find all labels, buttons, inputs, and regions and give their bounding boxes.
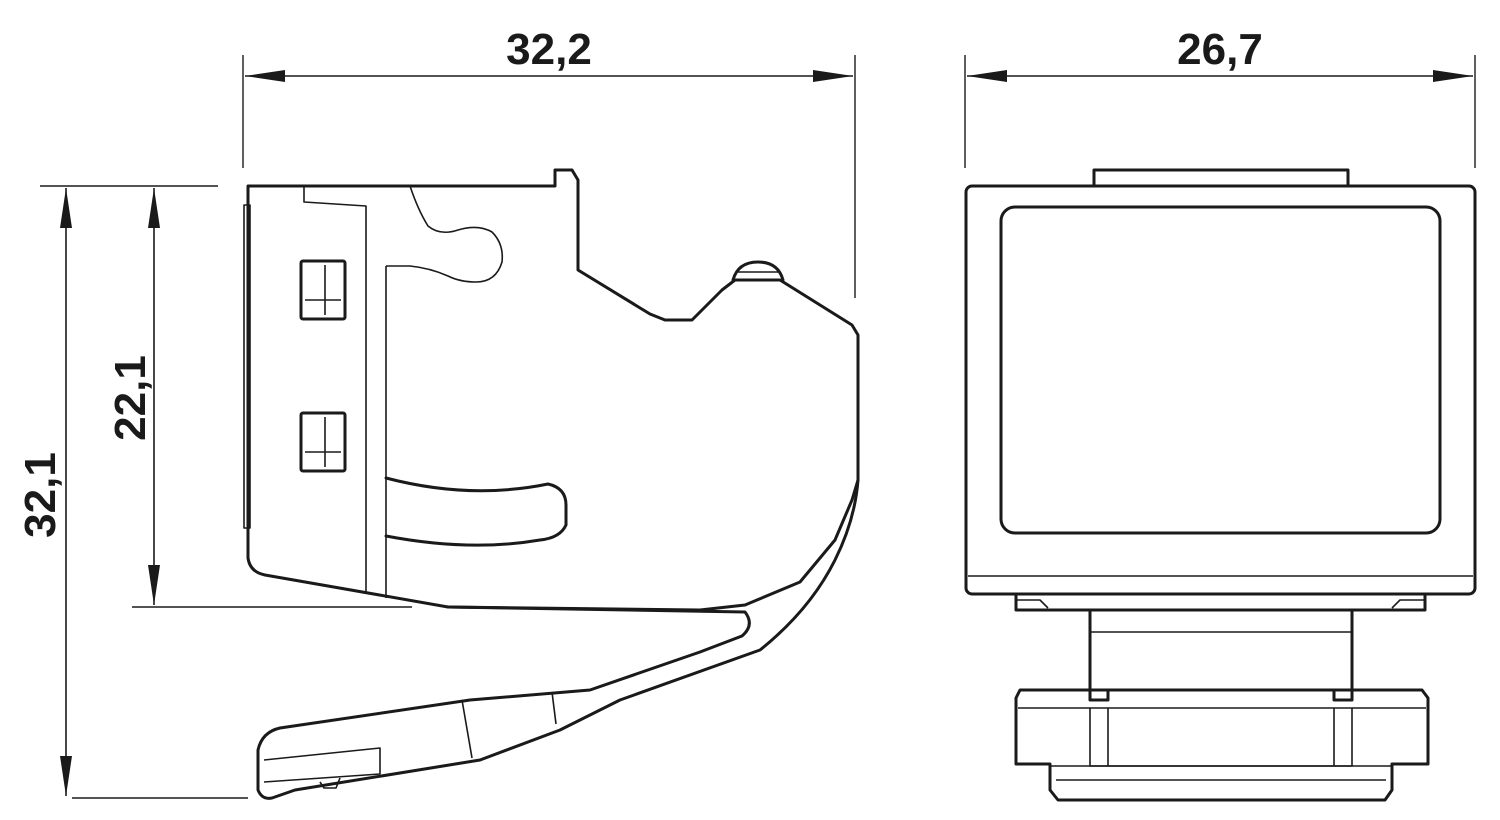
front-view (964, 168, 1477, 802)
dimension-side-width: 32,2 (242, 25, 856, 298)
dimension-label-front-width: 26,7 (1177, 25, 1263, 74)
dimension-label-body-height: 22,1 (106, 355, 155, 441)
dimension-overall-height: 32,1 (16, 185, 248, 799)
dimension-body-height: 22,1 (106, 188, 412, 608)
dimension-label-side-width: 32,2 (506, 25, 592, 74)
dimension-front-width: 26,7 (964, 25, 1476, 168)
side-view (243, 168, 860, 800)
dimension-label-overall-height: 32,1 (16, 452, 65, 538)
